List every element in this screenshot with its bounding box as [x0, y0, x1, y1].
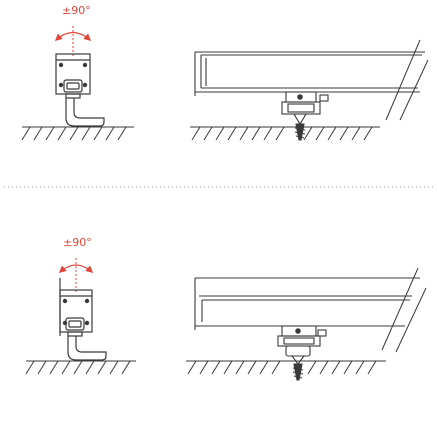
front-view-fixture-top [194, 51, 425, 141]
ground-hatch-bottom-left [25, 360, 136, 375]
rotation-arrow-bottom [58, 258, 94, 294]
break-line-bottom [381, 267, 427, 353]
ground-hatch-bottom-right [186, 360, 386, 375]
ground-hatch-top-right [190, 126, 380, 141]
rotation-label-bottom: ±90° [63, 236, 92, 249]
front-view-fixture-bottom [194, 277, 420, 381]
break-line-top [385, 39, 429, 121]
ground-hatch-top-left [21, 126, 134, 141]
rotation-label-top: ±90° [62, 4, 91, 17]
side-view-fixture-bottom [59, 278, 107, 361]
rotation-arrow-top [54, 26, 92, 58]
side-view-fixture-top [55, 53, 105, 127]
